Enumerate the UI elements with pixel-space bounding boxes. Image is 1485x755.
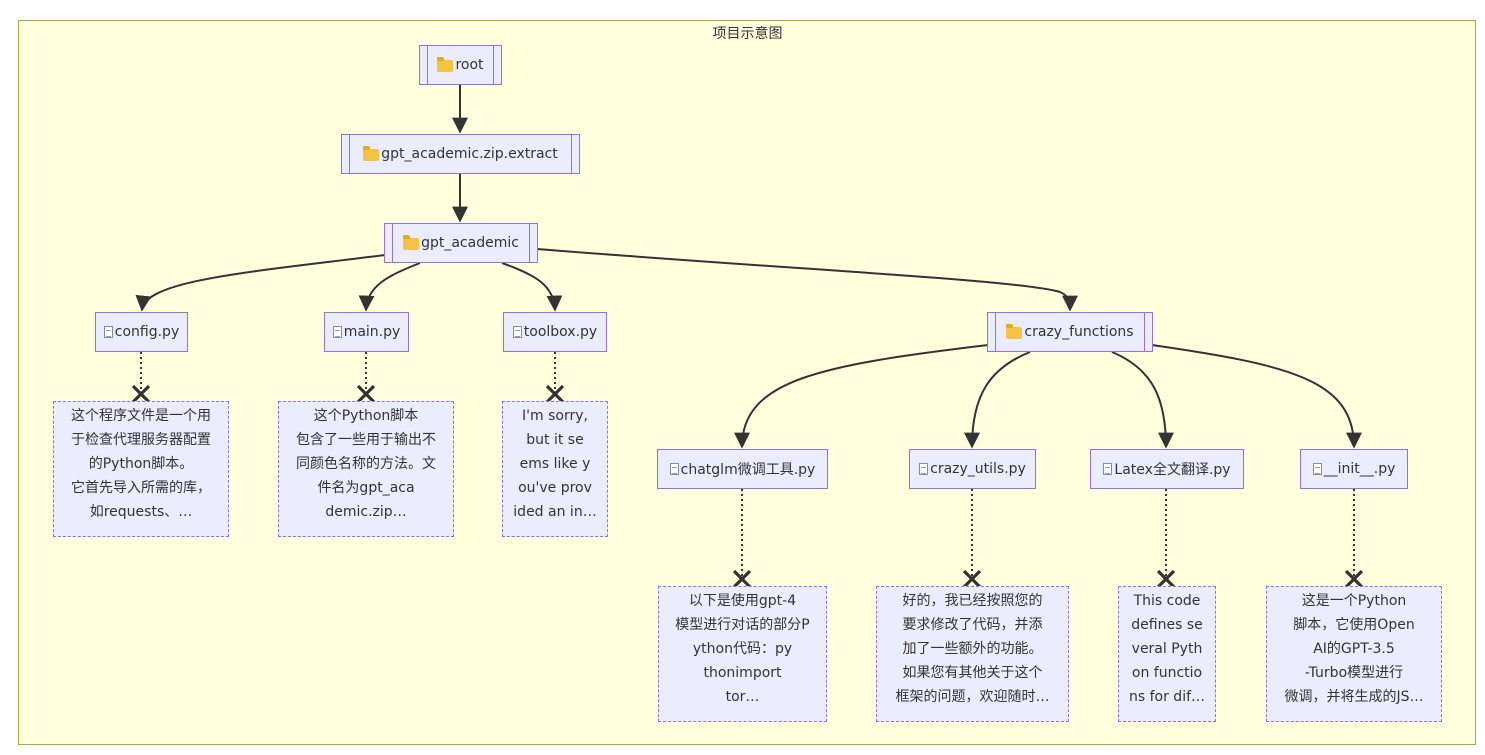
node-crazy-functions[interactable]: crazy_functions: [987, 312, 1153, 352]
note-line: 微调，并将生成的JS…: [1284, 689, 1424, 705]
note-line: defines se: [1131, 617, 1203, 633]
file-icon: [103, 326, 113, 338]
note-line: but it se: [526, 432, 584, 448]
note-line: thonimport: [703, 665, 782, 681]
note-line: AI的GPT-3.5: [1313, 641, 1395, 657]
note-chatglm: 以下是使用gpt-4 模型进行对话的部分P ython代码：py thonimp…: [658, 586, 827, 722]
note-line: 如requests、…: [89, 504, 193, 520]
node-zip-label: gpt_academic.zip.extract: [381, 146, 558, 162]
note-line: 这是一个Python: [1301, 593, 1407, 609]
note-line: I'm sorry,: [522, 408, 588, 424]
edge-crazy-chatglm: [734, 344, 989, 449]
note-line: 模型进行对话的部分P: [675, 617, 810, 633]
node-crazy-utils-py[interactable]: crazy_utils.py: [909, 449, 1036, 489]
note-line: tor…: [725, 689, 760, 705]
folder-icon: [437, 57, 454, 72]
note-line: 以下是使用gpt-4: [688, 593, 797, 609]
node-main-label: main.py: [343, 324, 401, 340]
note-line: 件名为gpt_aca: [317, 480, 415, 496]
note-line: -Turbo模型进行: [1304, 665, 1404, 681]
edge-crazy-init: [1151, 344, 1362, 449]
note-line: 于检查代理服务器配置: [71, 432, 211, 448]
note-latex: This code defines se veral Pyth on funct…: [1118, 586, 1216, 722]
node-main-py[interactable]: main.py: [324, 312, 409, 352]
edge-gpt-main: [358, 262, 421, 312]
edge-gpt-config: [135, 254, 386, 312]
node-gpt-label: gpt_academic: [421, 235, 519, 251]
note-line: 包含了一些用于输出不: [296, 432, 436, 448]
node-utils-label: crazy_utils.py: [930, 461, 1026, 477]
note-line: ns for dif…: [1128, 689, 1206, 705]
diagram-title: 项目示意图: [712, 26, 783, 42]
note-line: 要求修改了代码，并添: [902, 617, 1043, 633]
file-icon: [669, 463, 679, 475]
note-line: ou've prov: [518, 480, 592, 496]
node-gpt-academic[interactable]: gpt_academic: [384, 223, 538, 263]
folder-icon: [363, 146, 380, 161]
node-latex-py[interactable]: Latex全文翻译.py: [1090, 449, 1244, 489]
node-toolbox-py[interactable]: toolbox.py: [503, 312, 607, 352]
note-init: 这是一个Python 脚本，它使用Open AI的GPT-3.5 -Turbo模…: [1266, 586, 1442, 722]
note-line: demic.zip…: [325, 504, 407, 520]
note-line: 同颜色名称的方法。文: [296, 456, 436, 472]
edge-gpt-toolbox: [501, 262, 563, 312]
note-line: 加了一些额外的功能。: [902, 641, 1043, 657]
note-line: ided an in…: [513, 504, 597, 520]
edge-crazy-utils: [964, 351, 1031, 449]
note-line: 如果您有其他关于这个: [902, 665, 1043, 681]
node-toolbox-label: toolbox.py: [523, 324, 598, 340]
file-icon: [919, 463, 929, 475]
note-line: 框架的问题，欢迎随时…: [895, 689, 1050, 705]
folder-icon: [1006, 324, 1023, 339]
node-init-label: __init__.py: [1323, 461, 1396, 477]
note-line: This code: [1133, 593, 1201, 609]
note-line: ems like y: [519, 456, 591, 472]
node-root-label: root: [455, 57, 484, 73]
node-crazy-label: crazy_functions: [1024, 324, 1134, 340]
note-line: veral Pyth: [1131, 641, 1203, 657]
folder-icon: [403, 235, 420, 250]
note-line: 这个Python脚本: [313, 408, 419, 424]
node-gpt-academic-zip-extract[interactable]: gpt_academic.zip.extract: [341, 134, 580, 174]
file-icon: [1103, 463, 1113, 475]
node-root[interactable]: root: [419, 45, 502, 85]
node-chatglm-label: chatglm微调工具.py: [680, 462, 816, 478]
note-line: ython代码：py: [692, 641, 793, 657]
edge-gpt-crazy: [536, 248, 1078, 312]
node-config-py[interactable]: config.py: [95, 312, 188, 352]
node-chatglm-py[interactable]: chatglm微调工具.py: [657, 449, 828, 489]
file-icon: [512, 326, 522, 338]
note-line: 好的，我已经按照您的: [902, 593, 1043, 609]
node-init-py[interactable]: __init__.py: [1300, 449, 1408, 489]
node-config-label: config.py: [114, 324, 180, 340]
file-icon: [332, 326, 342, 338]
edge-crazy-latex: [1111, 351, 1174, 449]
note-line: 它首先导入所需的库，: [71, 480, 211, 496]
note-utils: 好的，我已经按照您的 要求修改了代码，并添 加了一些额外的功能。 如果您有其他关…: [876, 586, 1069, 722]
note-main: 这个Python脚本 包含了一些用于输出不 同颜色名称的方法。文 件名为gpt_…: [278, 401, 454, 537]
note-line: 脚本，它使用Open: [1293, 617, 1415, 633]
file-icon: [1312, 463, 1322, 475]
node-latex-label: Latex全文翻译.py: [1114, 462, 1231, 478]
note-line: 的Python脚本。: [88, 456, 194, 472]
note-config: 这个程序文件是一个用 于检查代理服务器配置 的Python脚本。 它首先导入所需…: [53, 401, 229, 537]
note-line: on functio: [1131, 665, 1203, 681]
note-toolbox: I'm sorry, but it se ems like y ou've pr…: [502, 401, 608, 537]
note-line: 这个程序文件是一个用: [71, 408, 211, 424]
